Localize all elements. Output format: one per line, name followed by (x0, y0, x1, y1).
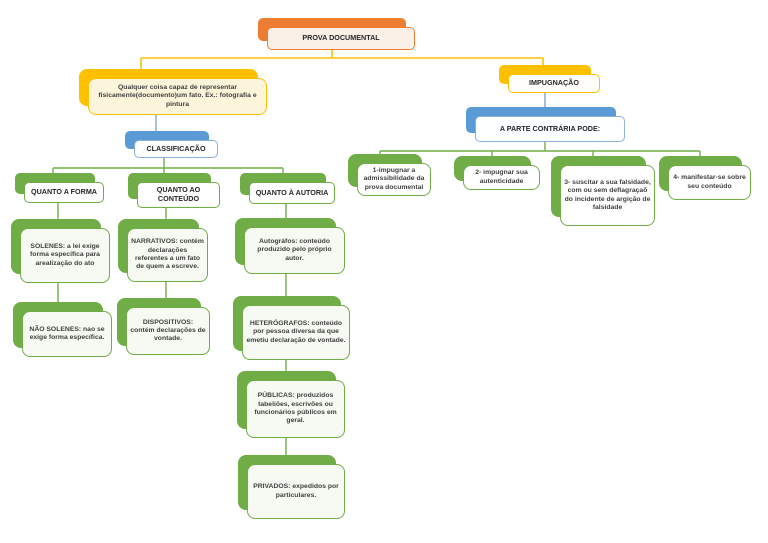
node-label: A PARTE CONTRÁRIA PODE: (475, 116, 625, 142)
node-narrativos: NARRATIVOS: contém declarações referente… (118, 219, 208, 282)
node-prova-documental: PROVA DOCUMENTAL (258, 18, 415, 50)
node-impugnacao: IMPUGNAÇÃO (499, 65, 600, 93)
node-classificacao: CLASSIFICAÇÃO (125, 131, 218, 158)
node-quanto-a-forma: QUANTO A FORMA (15, 173, 104, 203)
node-label: HETERÓGRAFOS: conteúdo por pessoa divers… (242, 305, 350, 360)
node-autografos: Autográfos: conteúdo produzido pelo próp… (235, 218, 345, 274)
node-label: IMPUGNAÇÃO (508, 74, 600, 93)
node-item-suscitar-falsidade: 3- suscitar a sua falsidade, com ou sem … (551, 156, 655, 226)
node-label: CLASSIFICAÇÃO (134, 140, 218, 158)
node-label: Qualquer coisa capaz de representar fisi… (88, 78, 267, 115)
node-label: 3- suscitar a sua falsidade, com ou sem … (560, 165, 655, 226)
node-privados: PRIVADOS: expedidos por particulares. (238, 455, 345, 519)
node-dispositivos: DISPOSITIVOS: contém declarações de vont… (117, 298, 210, 355)
node-label: SOLENES: a lei exige forma específica pa… (20, 228, 110, 283)
node-label: 4- manifestar-se sobre seu conteúdo (668, 165, 751, 200)
node-label: QUANTO A FORMA (24, 182, 104, 203)
node-heterografos: HETERÓGRAFOS: conteúdo por pessoa divers… (233, 296, 350, 360)
node-label: NARRATIVOS: contém declarações referente… (127, 228, 208, 282)
node-label: Autográfos: conteúdo produzido pelo próp… (244, 227, 345, 274)
node-nao-solenes: NÃO SOLENES: nao se exige forma específi… (13, 302, 112, 357)
node-label: NÃO SOLENES: nao se exige forma específi… (22, 311, 112, 357)
node-parte-contraria-pode: A PARTE CONTRÁRIA PODE: (466, 107, 625, 142)
node-label: PROVA DOCUMENTAL (267, 27, 415, 50)
gold-connectors (140, 49, 544, 80)
node-label: PRIVADOS: expedidos por particulares. (247, 464, 345, 519)
node-item-impugnar-autenticidade: 2- impugnar sua autenticidade (454, 156, 540, 190)
node-label: QUANTO À AUTORIA (249, 182, 335, 204)
node-item-manifestar-conteudo: 4- manifestar-se sobre seu conteúdo (659, 156, 751, 200)
node-solenes: SOLENES: a lei exige forma específica pa… (11, 219, 110, 283)
node-label: DISPOSITIVOS: contém declarações de vont… (126, 307, 210, 355)
node-definicao: Qualquer coisa capaz de representar fisi… (79, 69, 267, 115)
node-quanto-ao-conteudo: QUANTO AO CONTEÚDO (128, 173, 220, 208)
node-label: 1-impugnar a admissibilidade da prova do… (357, 163, 431, 196)
node-label: 2- impugnar sua autenticidade (463, 165, 540, 190)
node-publicas: PÚBLICAS: produzidos tabeliões, escrivõe… (237, 371, 345, 438)
node-label: PÚBLICAS: produzidos tabeliões, escrivõe… (246, 380, 345, 438)
node-quanto-a-autoria: QUANTO À AUTORIA (240, 173, 335, 204)
node-label: QUANTO AO CONTEÚDO (137, 182, 220, 208)
node-item-impugnar-admissibilidade: 1-impugnar a admissibilidade da prova do… (348, 154, 431, 196)
